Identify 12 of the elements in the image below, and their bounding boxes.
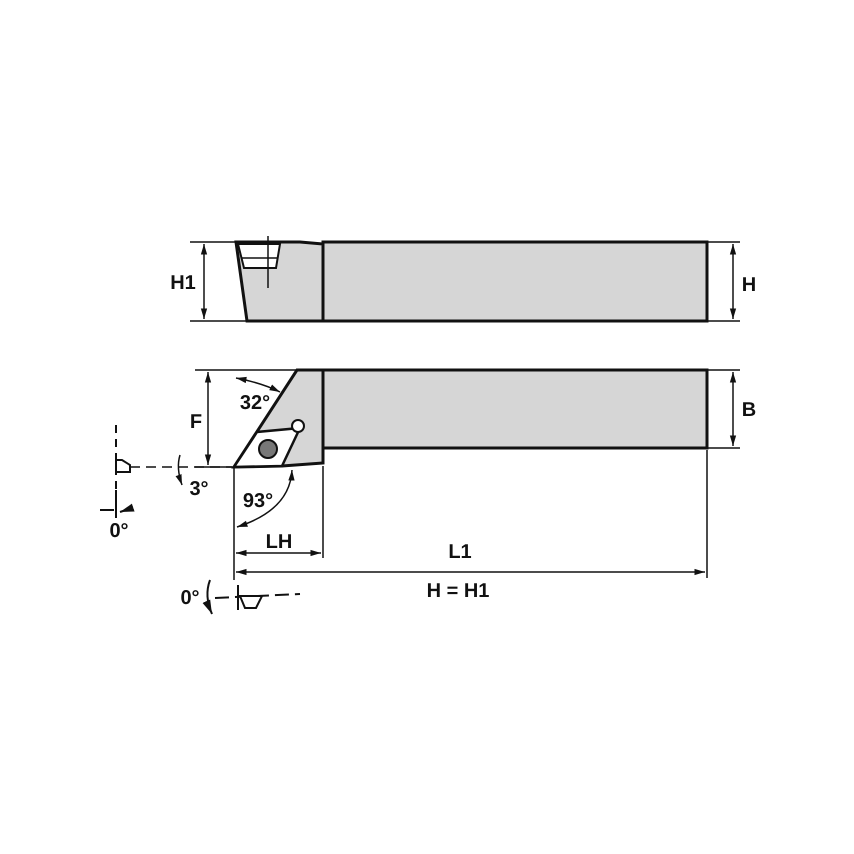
dimension-label: F	[190, 412, 202, 432]
dimension-label: H	[742, 275, 756, 295]
angle-label: 3°	[189, 479, 209, 499]
angle-label: 93°	[242, 491, 274, 511]
dimension-label: LH	[266, 532, 292, 552]
angle-label: 0°	[180, 588, 200, 608]
dimension-label: H = H1	[426, 581, 490, 601]
angle-label: 32°	[240, 393, 270, 413]
angle-label: 0°	[109, 521, 129, 541]
dimension-label: B	[742, 400, 756, 420]
dimension-label: L1	[448, 542, 472, 562]
dimension-label: H1	[170, 273, 196, 293]
